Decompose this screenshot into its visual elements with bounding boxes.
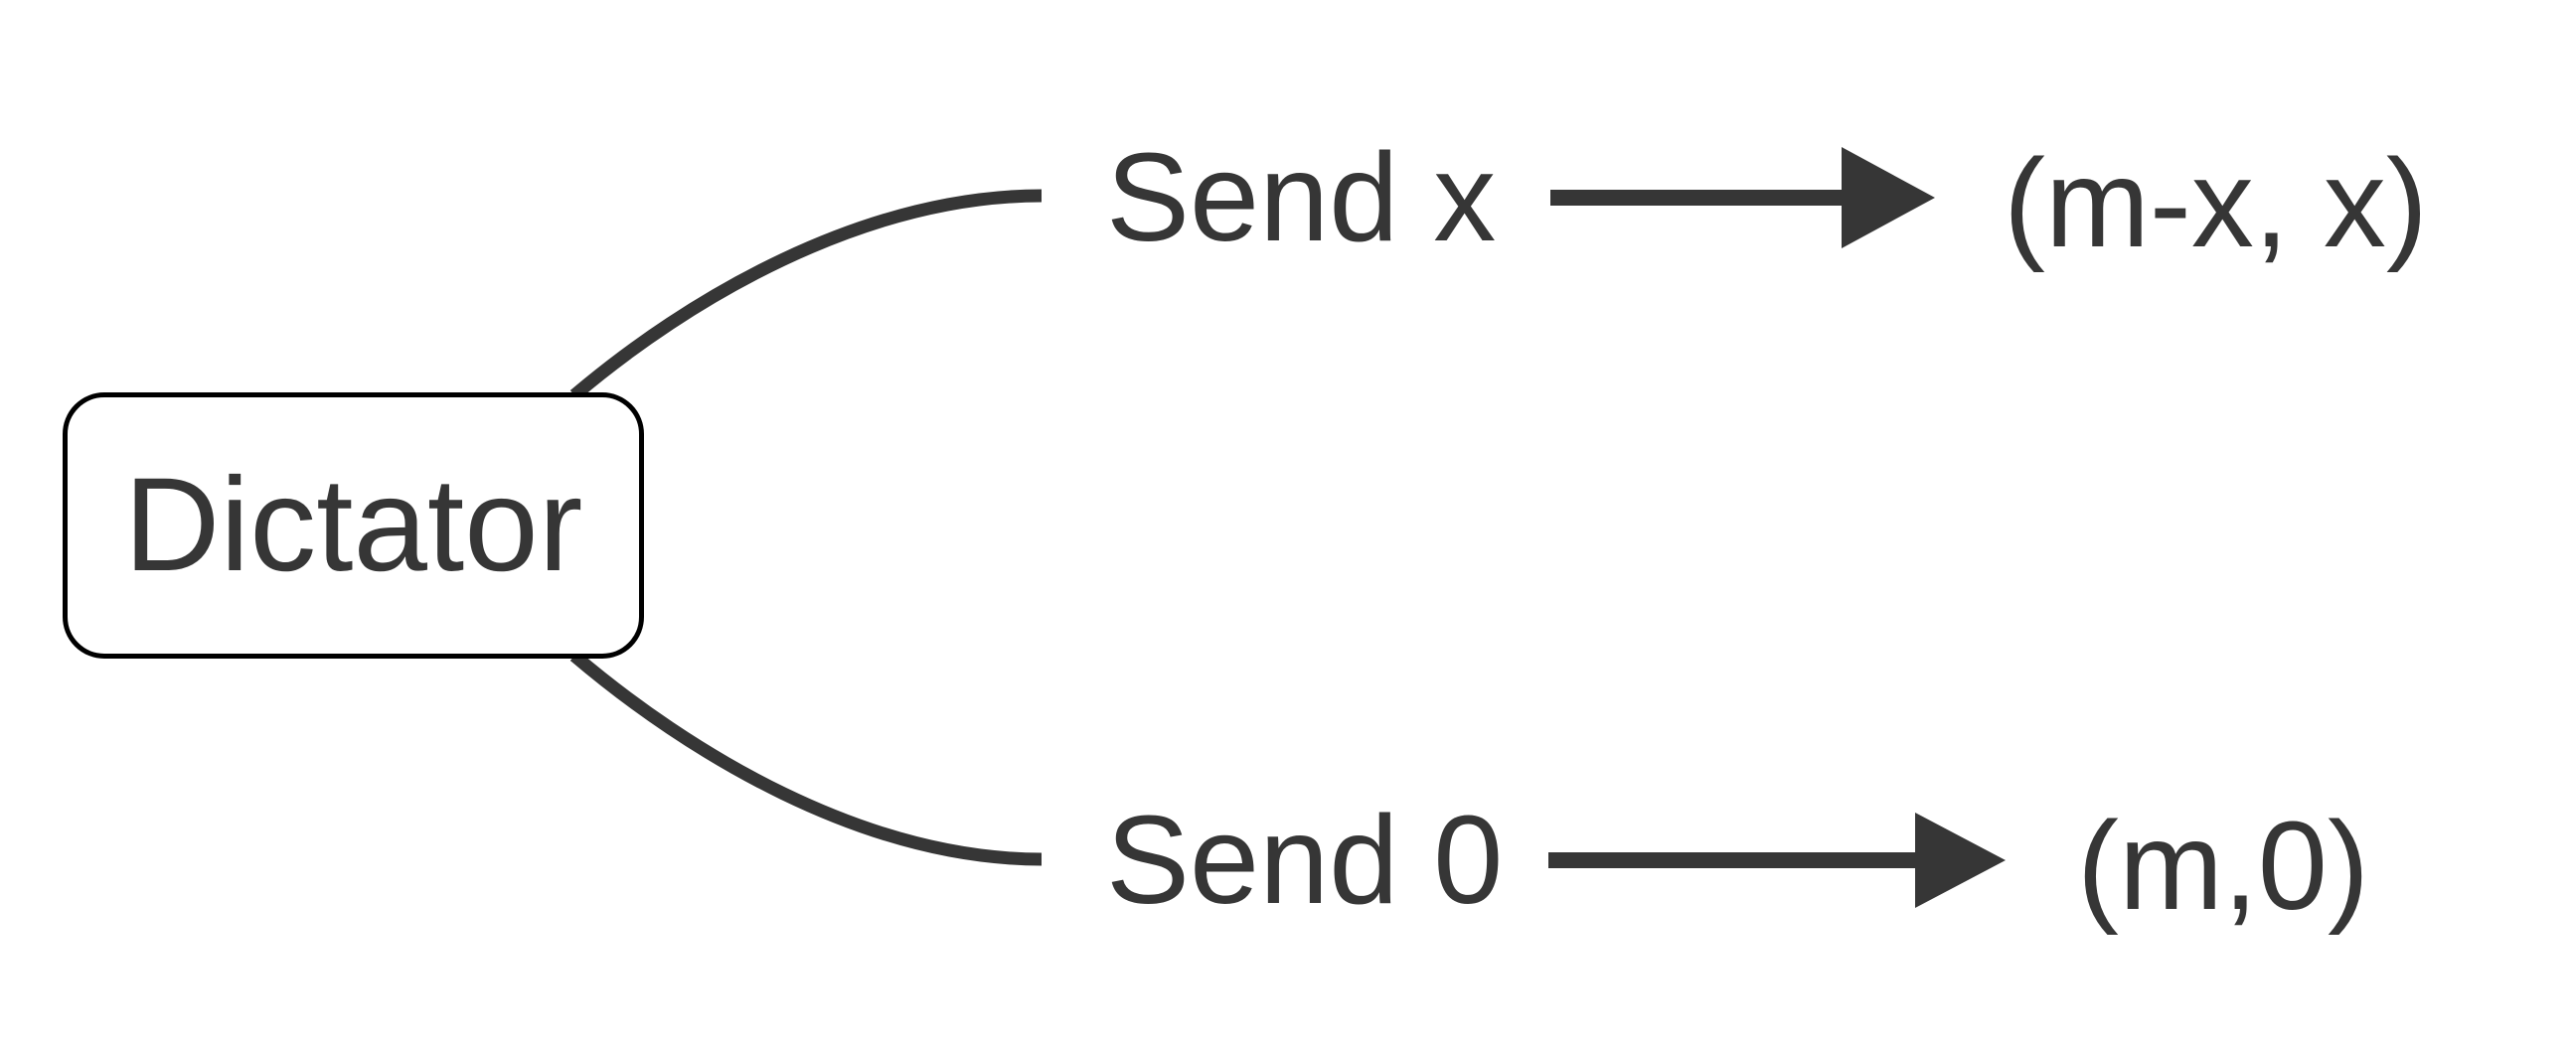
branch-action-send-0: Send 0 <box>1106 790 1504 930</box>
payoff-send-x: (m-x, x) <box>2004 133 2428 273</box>
decision-node: Dictator <box>63 392 644 659</box>
bottom-branch-curve <box>569 651 1043 866</box>
bottom-arrowhead-icon <box>1915 813 2006 908</box>
top-branch-curve <box>569 189 1043 400</box>
decision-node-label: Dictator <box>123 451 583 599</box>
top-arrowhead-icon <box>1842 147 1935 248</box>
payoff-send-0: (m,0) <box>2077 796 2369 936</box>
branch-action-send-x: Send x <box>1106 127 1497 267</box>
